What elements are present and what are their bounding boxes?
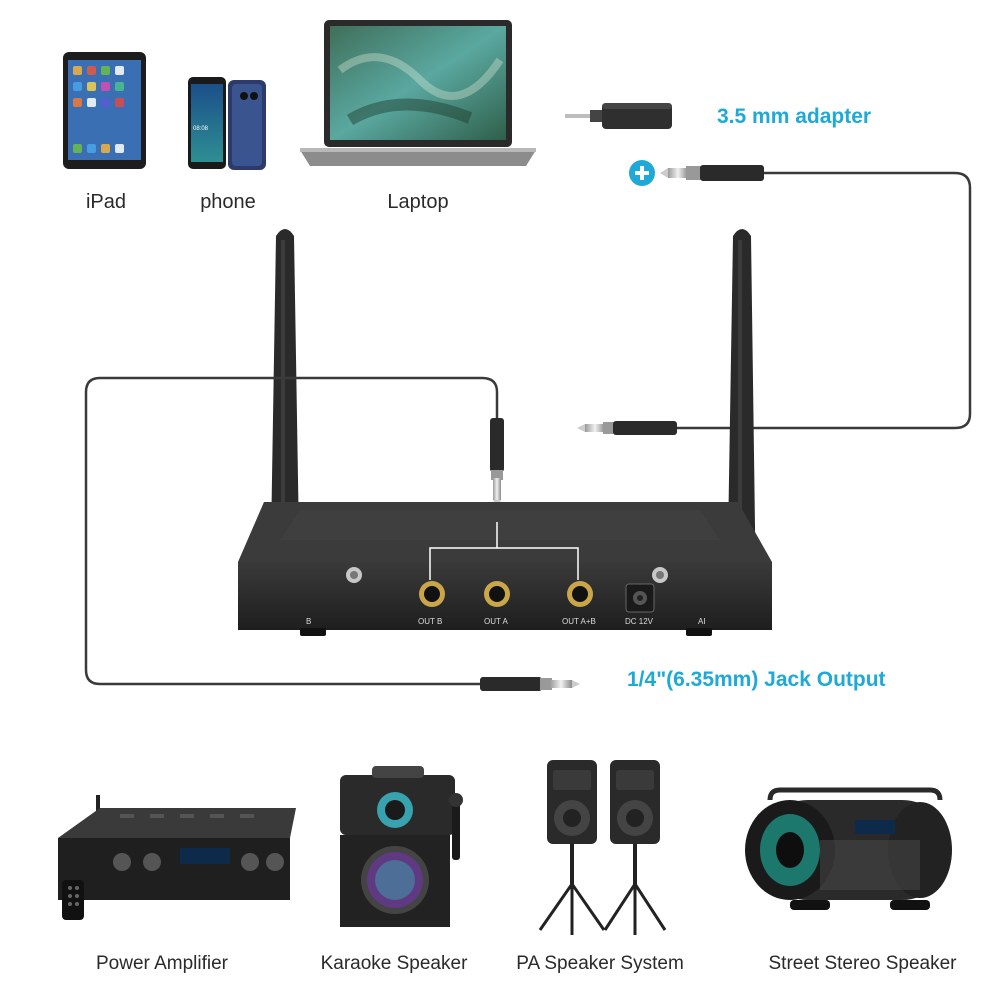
side-label-left: B [306,617,311,626]
jack-out-a [484,581,510,607]
power-amplifier-label: Power Amplifier [96,953,228,974]
jack-out-b [419,581,445,607]
wireless-receiver: OUT B OUT A OUT A+B DC 12V B AI [238,502,772,636]
audio-cable-input [675,171,972,430]
karaoke-speaker-label: Karaoke Speaker [320,953,468,974]
phone-label: phone [200,191,256,213]
power-amplifier-icon [58,795,296,920]
quarter-inch-plug-bottom [480,677,580,691]
audio-cable-output [84,376,499,686]
karaoke-speaker-icon [340,766,463,927]
jack-out-ab [567,581,593,607]
adapter-label: 3.5 mm adapter [717,105,872,128]
ipad-label: iPad [85,191,127,213]
port-label-out-ab: OUT A+B [562,617,596,626]
svg-text:08:08: 08:08 [193,126,209,132]
street-stereo-speaker-label: Street Stereo Speaker [768,953,957,974]
port-label-out-b: OUT B [418,617,442,626]
pa-speaker-system-label: PA Speaker System [516,953,684,974]
pa-speaker-system-icon [538,760,667,935]
port-label-dc: DC 12V [625,617,654,626]
street-stereo-speaker-icon [745,787,952,910]
adapter-icon [565,103,672,129]
port-label-out-a: OUT A [484,617,509,626]
laptop-icon [300,20,536,166]
phone-icon: 08:08 [188,77,266,170]
quarter-inch-plug-top [660,165,764,181]
ipad-icon [63,52,146,169]
dc-jack [625,583,655,613]
quarter-inch-plug-mid [577,421,677,435]
jack-output-label: 1/4"(6.35mm) Jack Output [627,668,886,691]
side-label-right: AI [698,617,706,626]
laptop-label: Laptop [387,191,449,213]
quarter-inch-plug-vertical [490,418,504,508]
